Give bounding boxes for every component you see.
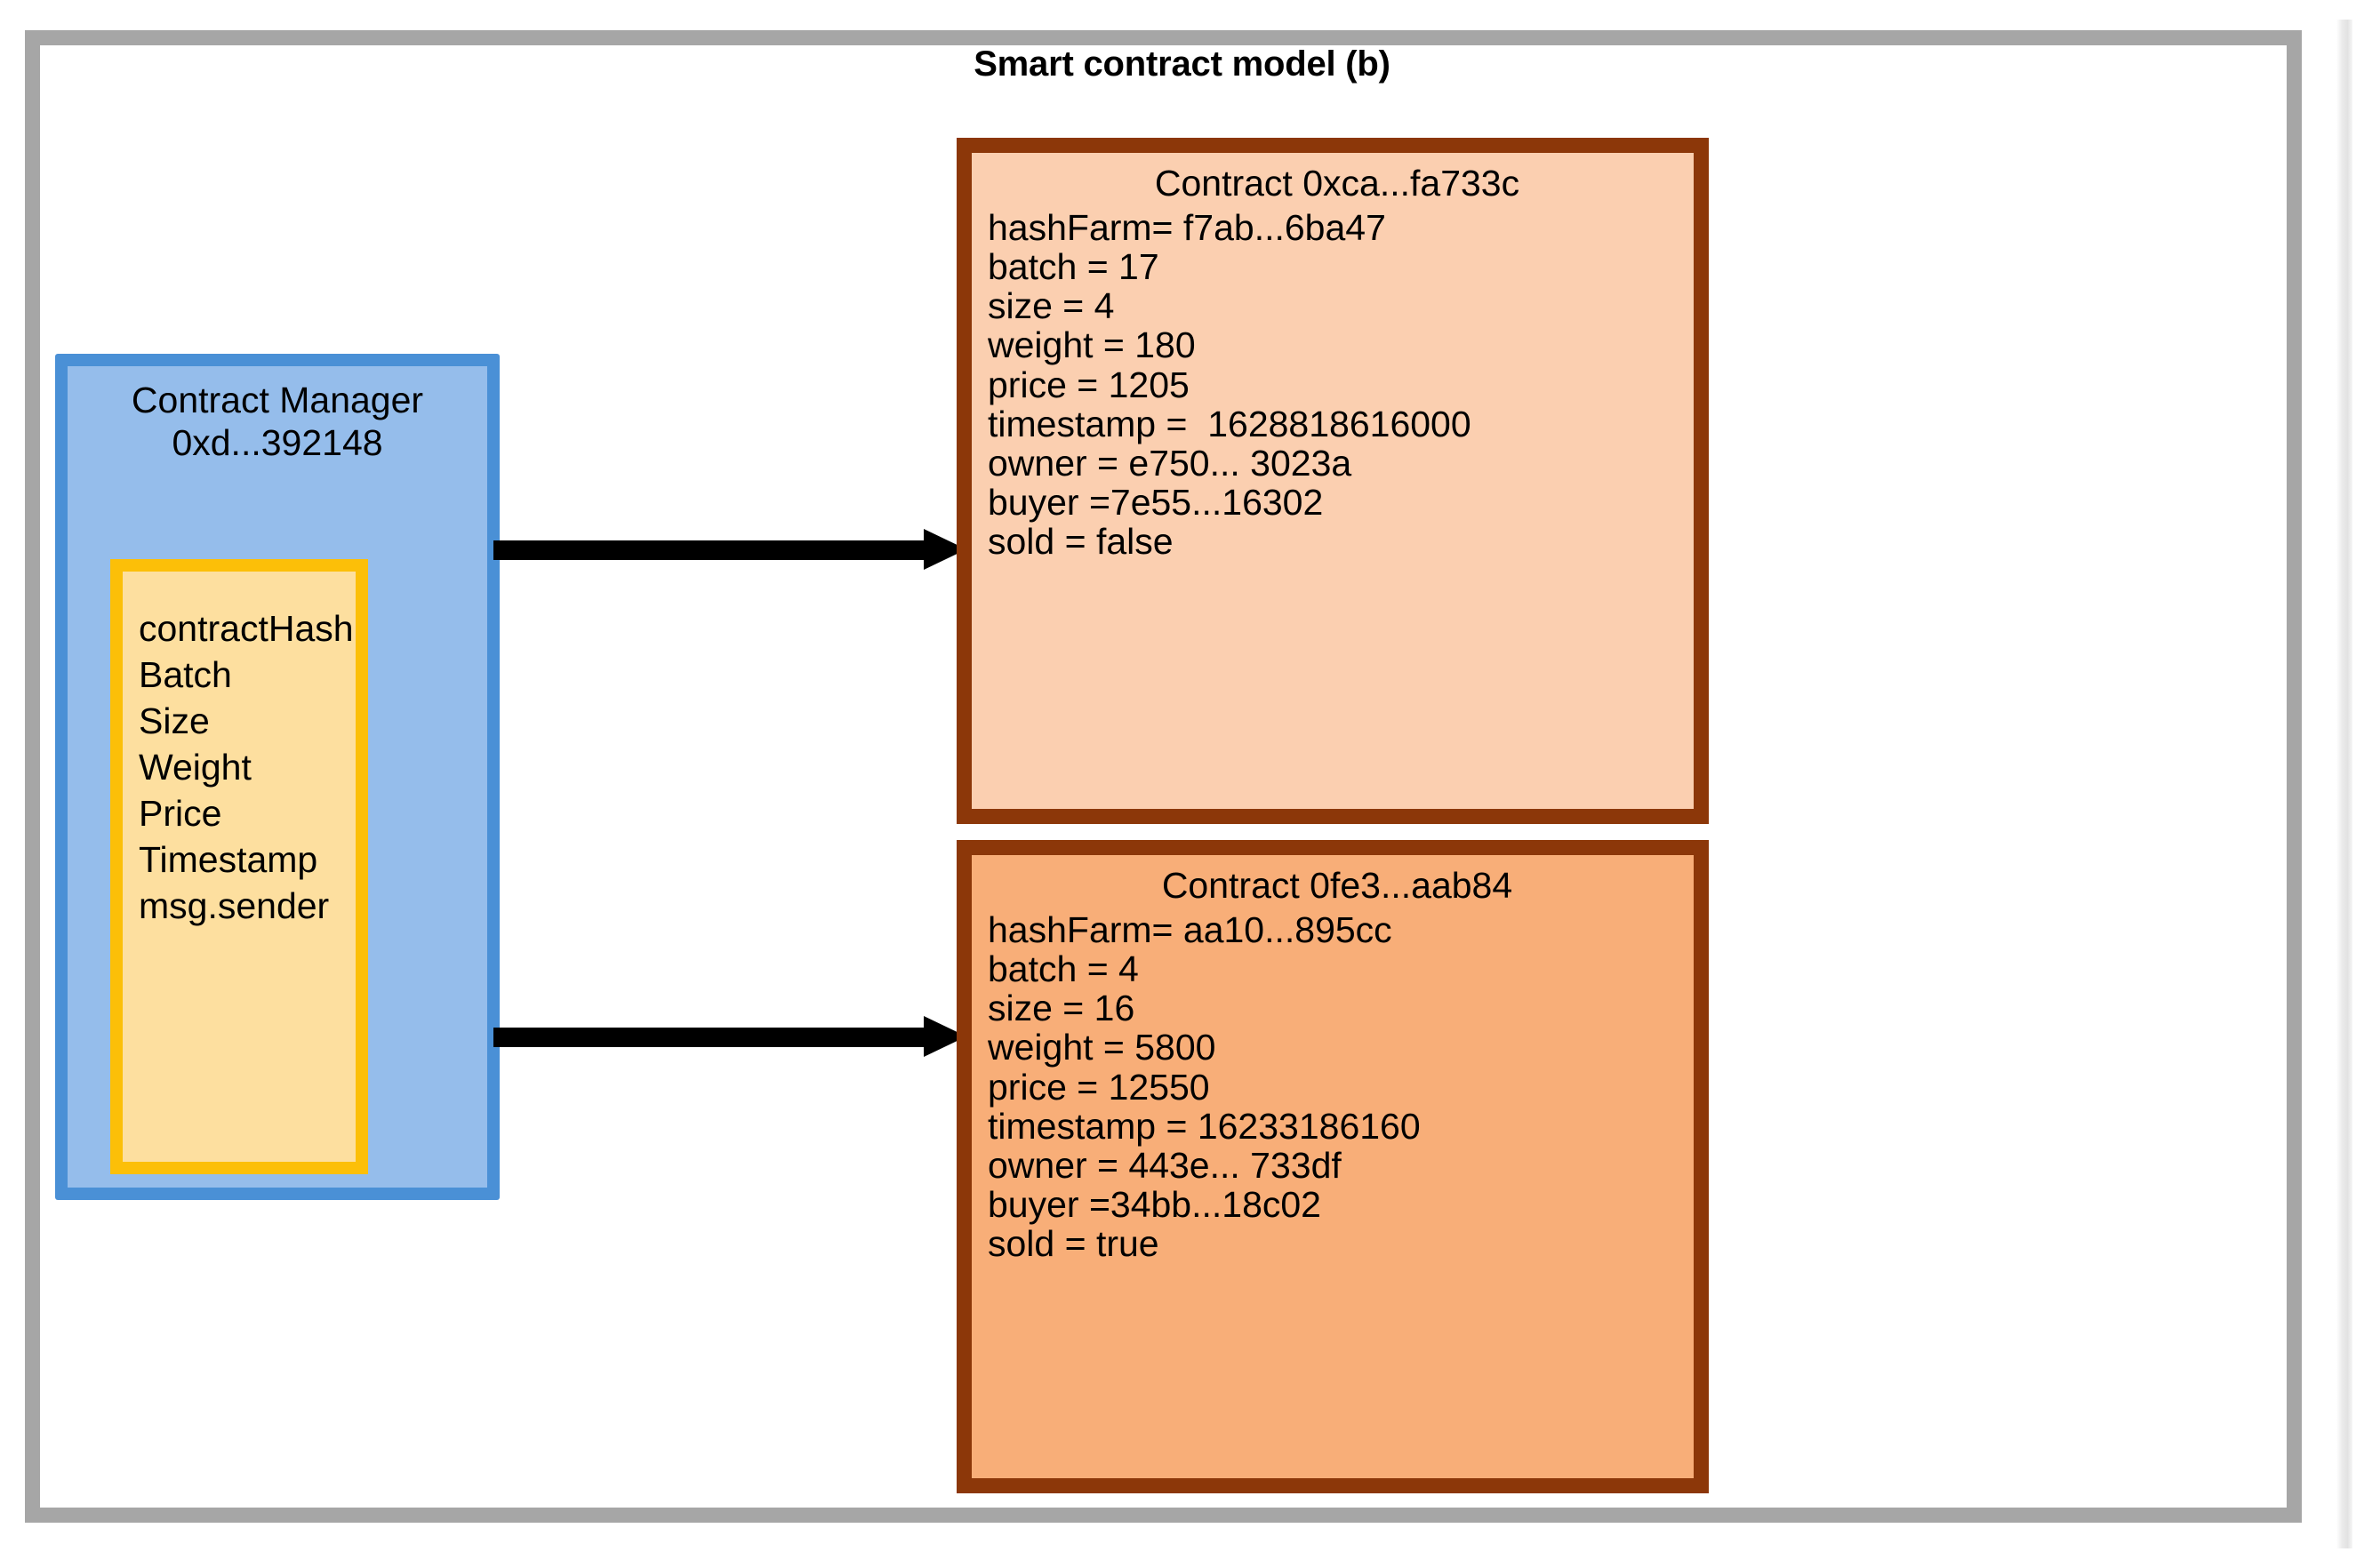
arrow-right-icon <box>493 529 966 570</box>
list-item: msg.sender <box>139 885 330 927</box>
contract-field-line: weight = 5800 <box>988 1027 1216 1068</box>
contract-field-line: price = 12550 <box>988 1066 1210 1108</box>
contract-field-line: owner = e750... 3023a <box>988 442 1352 484</box>
contract-card: Contract 0xca...fa733c hashFarm= f7ab...… <box>957 138 1709 824</box>
contract-card-inner: Contract 0fe3...aab84 hashFarm= aa10...8… <box>972 855 1694 1478</box>
list-item: Timestamp <box>139 839 318 881</box>
contract-field-line: owner = 443e... 733df <box>988 1144 1342 1186</box>
contract-manager-fields-inner: contractHash Batch Size Weight Price Tim… <box>123 572 356 1162</box>
contract-card-header: Contract 0fe3...aab84 <box>1161 865 1513 906</box>
figure-title: Smart contract model (b) <box>974 44 1390 84</box>
contract-field-line: timestamp = 16233186160 <box>988 1105 1421 1147</box>
contract-field-line: batch = 17 <box>988 246 1159 288</box>
contract-field-line: sold = true <box>988 1222 1159 1264</box>
contract-field-line: price = 1205 <box>988 364 1190 405</box>
list-item: Price <box>139 793 222 835</box>
contract-field-line: size = 16 <box>988 988 1135 1029</box>
contract-field-line: buyer =7e55...16302 <box>988 481 1324 523</box>
contract-field-line: hashFarm= aa10...895cc <box>988 909 1392 951</box>
contract-card: Contract 0fe3...aab84 hashFarm= aa10...8… <box>957 840 1709 1493</box>
contract-card-header: Contract 0xca...fa733c <box>1154 163 1520 204</box>
contract-field-line: sold = false <box>988 520 1174 562</box>
contract-field-line: weight = 180 <box>988 324 1196 366</box>
contract-card-inner: Contract 0xca...fa733c hashFarm= f7ab...… <box>972 153 1694 809</box>
list-item: Batch <box>139 654 232 696</box>
contract-field-line: batch = 4 <box>988 948 1139 990</box>
contract-manager-box: Contract Manager 0xd...392148 contractHa… <box>55 354 500 1200</box>
contract-field-line: buyer =34bb...18c02 <box>988 1183 1321 1225</box>
contract-manager-inner: Contract Manager 0xd...392148 contractHa… <box>68 366 487 1188</box>
arrow-right-icon <box>493 1016 966 1057</box>
list-item: Size <box>139 700 210 742</box>
list-item: contractHash <box>139 608 354 649</box>
page-edge-strip <box>2336 20 2352 1548</box>
contract-manager-fields-box: contractHash Batch Size Weight Price Tim… <box>110 559 368 1174</box>
arrow-shaft <box>493 540 926 560</box>
arrow-shaft <box>493 1028 926 1047</box>
contract-manager-title: Contract Manager 0xd...392148 <box>131 380 424 464</box>
list-item: Weight <box>139 747 252 788</box>
contract-field-line: size = 4 <box>988 285 1115 327</box>
contract-field-line: hashFarm= f7ab...6ba47 <box>988 207 1386 249</box>
contract-field-line: timestamp = 1628818616000 <box>988 403 1471 444</box>
